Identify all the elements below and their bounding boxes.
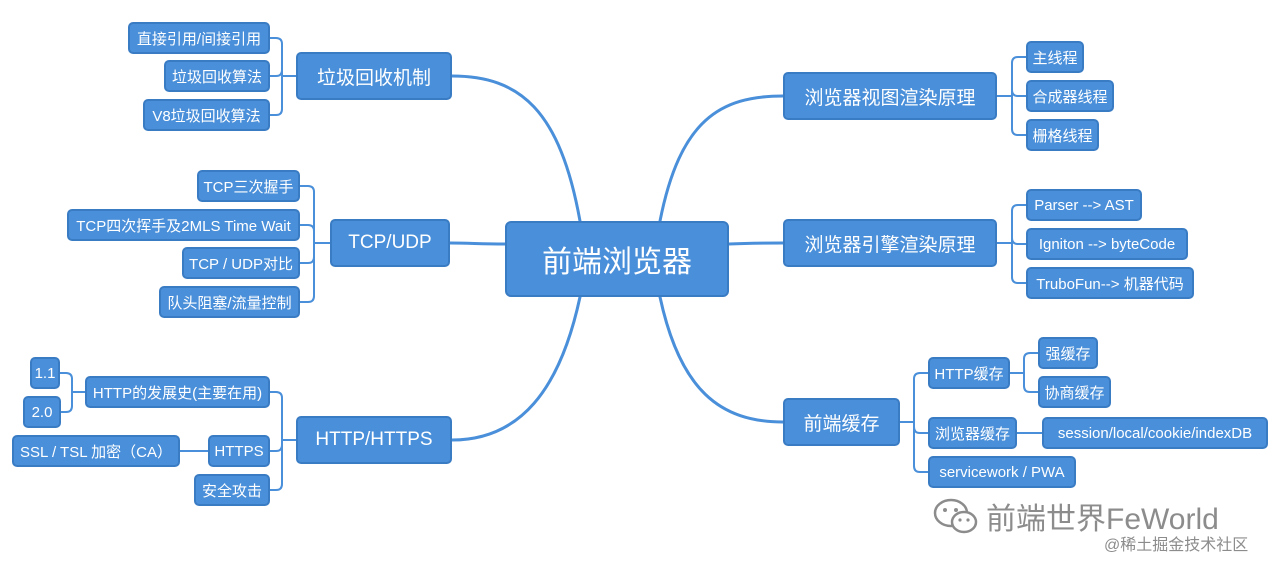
node-tcp-wave[interactable]: TCP四次挥手及2MLS Time Wait — [67, 209, 300, 241]
node-main-thread[interactable]: 主线程 — [1026, 41, 1084, 73]
connector-line — [269, 391, 283, 399]
connector-line — [299, 185, 315, 193]
connector-line — [448, 241, 507, 246]
node-hol-flow-control[interactable]: 队头阻塞/流量控制 — [159, 286, 300, 318]
root-node[interactable]: 前端浏览器 — [505, 221, 729, 297]
node-igniton-bytecode[interactable]: Igniton --> byteCode — [1026, 228, 1188, 260]
node-parser-ast[interactable]: Parser --> AST — [1026, 189, 1142, 221]
node-storage-apis[interactable]: session/local/cookie/indexDB — [1042, 417, 1268, 449]
connector-line — [450, 295, 582, 442]
node-strong-cache[interactable]: 强缓存 — [1038, 337, 1098, 369]
connector-line — [1011, 237, 1027, 245]
connector-line — [1023, 352, 1039, 360]
connector-line — [1011, 89, 1027, 97]
node-negotiation-cache[interactable]: 协商缓存 — [1038, 376, 1111, 408]
node-compositor-thread[interactable]: 合成器线程 — [1026, 80, 1114, 112]
branch-view-render[interactable]: 浏览器视图渲染原理 — [783, 72, 997, 120]
node-ssl-tsl[interactable]: SSL / TSL 加密（CA） — [12, 435, 180, 467]
connector-line — [269, 37, 283, 45]
connector-line — [1011, 204, 1027, 212]
connector-line — [1011, 56, 1027, 64]
node-http-1-1[interactable]: 1.1 — [30, 357, 60, 389]
connector-line — [658, 94, 785, 223]
node-http-2-0[interactable]: 2.0 — [23, 396, 61, 428]
node-tcp-handshake[interactable]: TCP三次握手 — [197, 170, 300, 202]
wechat-icon — [933, 498, 978, 534]
connector-line — [60, 405, 73, 413]
connector-line — [269, 444, 283, 452]
branch-garbage-collection[interactable]: 垃圾回收机制 — [296, 52, 452, 100]
node-tcp-udp-compare[interactable]: TCP / UDP对比 — [182, 247, 300, 279]
connector-line — [299, 295, 315, 303]
connector-line — [269, 483, 283, 491]
watermark: 前端世界FeWorld — [932, 494, 1219, 538]
connector-line — [299, 256, 315, 264]
connector-line — [299, 224, 315, 232]
node-trubofun-machine-code[interactable]: TruboFun--> 机器代码 — [1026, 267, 1194, 299]
connector-line — [269, 69, 283, 77]
connector-line — [913, 465, 929, 473]
node-security-attack[interactable]: 安全攻击 — [194, 474, 270, 506]
connector-line — [269, 108, 283, 116]
connector-line — [59, 372, 73, 380]
node-servicework-pwa[interactable]: servicework / PWA — [928, 456, 1076, 488]
connector-line — [1011, 276, 1027, 284]
node-v8-gc-algorithm[interactable]: V8垃圾回收算法 — [143, 99, 270, 131]
node-raster-thread[interactable]: 栅格线程 — [1026, 119, 1099, 151]
node-https[interactable]: HTTPS — [208, 435, 270, 467]
branch-engine-render[interactable]: 浏览器引擎渲染原理 — [783, 219, 997, 267]
branch-frontend-cache[interactable]: 前端缓存 — [783, 398, 900, 446]
node-gc-algorithm[interactable]: 垃圾回收算法 — [164, 60, 270, 92]
node-browser-cache[interactable]: 浏览器缓存 — [928, 417, 1017, 449]
connector-line — [450, 74, 582, 223]
credit-text: @稀土掘金技术社区 — [1104, 537, 1249, 554]
branch-http-https[interactable]: HTTP/HTTPS — [296, 416, 452, 464]
connector-line — [1011, 128, 1027, 136]
connector-line — [913, 426, 929, 434]
node-direct-indirect-reference[interactable]: 直接引用/间接引用 — [128, 22, 270, 54]
branch-tcp-udp[interactable]: TCP/UDP — [330, 219, 450, 267]
connector-line — [1023, 385, 1039, 393]
node-http-history[interactable]: HTTP的发展史(主要在用) — [85, 376, 270, 408]
connector-line — [658, 295, 785, 424]
watermark-text: 前端世界FeWorld — [986, 503, 1219, 536]
node-http-cache[interactable]: HTTP缓存 — [928, 357, 1010, 389]
connector-line — [913, 372, 929, 380]
connector-line — [727, 241, 785, 246]
